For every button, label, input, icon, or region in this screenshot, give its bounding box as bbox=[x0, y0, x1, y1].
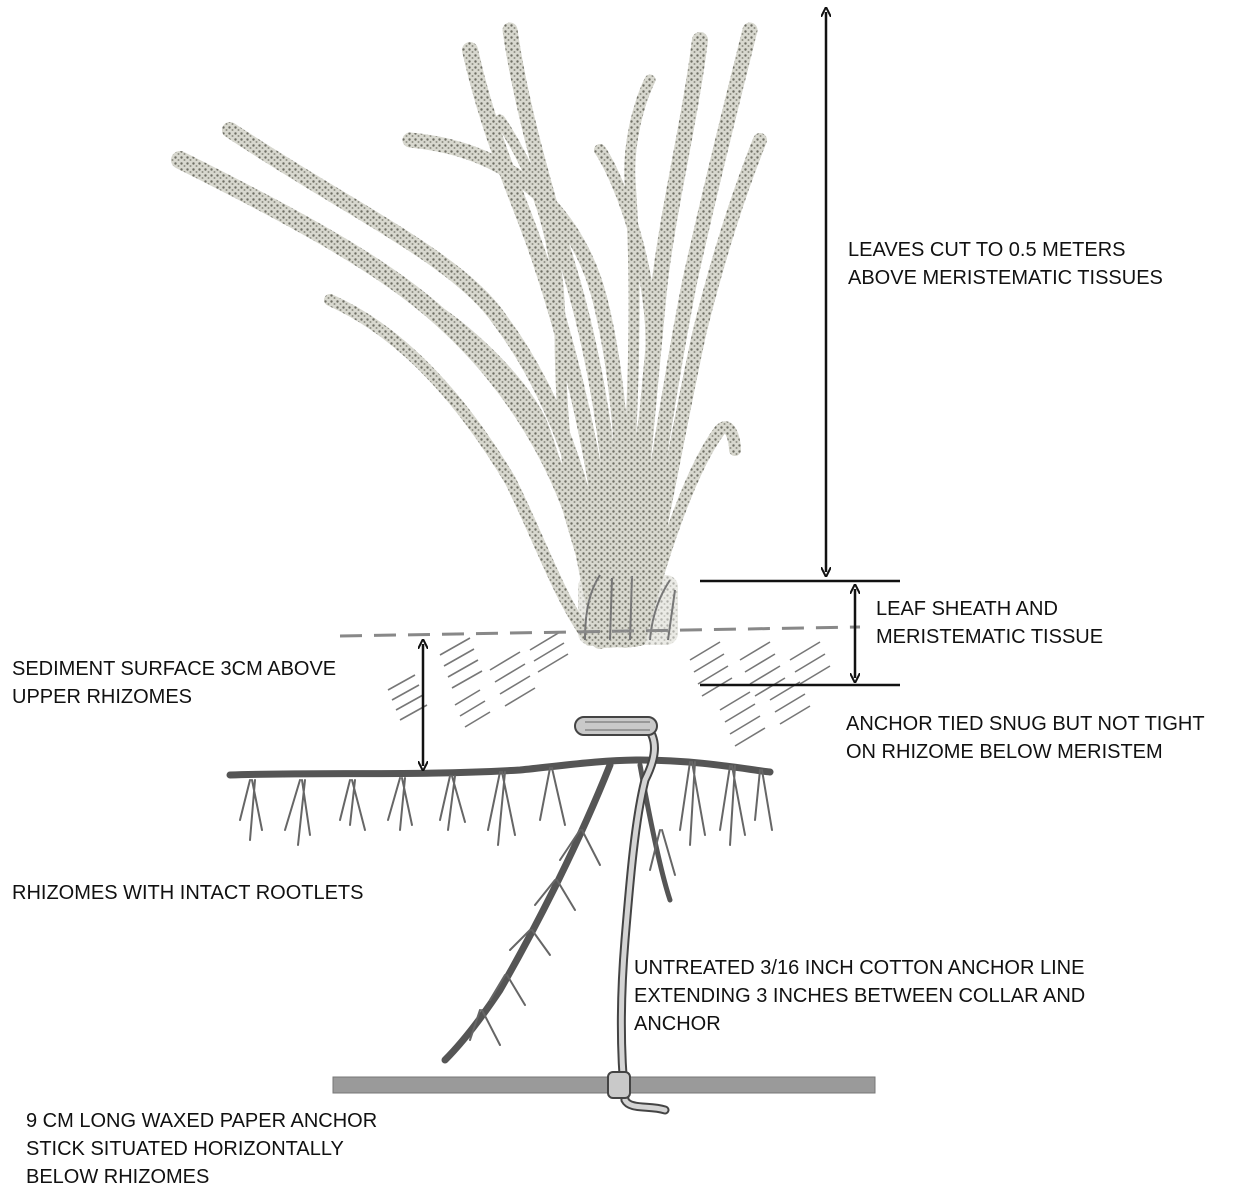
leaves-cut-label-line-2: ABOVE MERISTEMATIC TISSUES bbox=[848, 264, 1163, 292]
seagrass-leaves bbox=[180, 30, 760, 640]
sediment-surface-label-line-2: UPPER RHIZOMES bbox=[12, 683, 336, 711]
sediment-surface-label: SEDIMENT SURFACE 3CM ABOVE UPPER RHIZOME… bbox=[12, 655, 336, 711]
anchor-stick-label-line-1: 9 CM LONG WAXED PAPER ANCHOR bbox=[26, 1107, 377, 1135]
anchor-tied-label-line-1: ANCHOR TIED SNUG BUT NOT TIGHT bbox=[846, 710, 1205, 738]
leaf-sheath-label-line-1: LEAF SHEATH AND bbox=[876, 595, 1103, 623]
anchor-collar bbox=[575, 717, 657, 735]
anchor-line-label-line-1: UNTREATED 3/16 INCH COTTON ANCHOR LINE bbox=[634, 954, 1085, 982]
leaf-sheath bbox=[578, 575, 678, 645]
anchor-line-label-line-3: ANCHOR bbox=[634, 1010, 1085, 1038]
anchor-knot bbox=[608, 1072, 630, 1098]
sediment-surface-label-line-1: SEDIMENT SURFACE 3CM ABOVE bbox=[12, 655, 336, 683]
leaves-cut-label-line-1: LEAVES CUT TO 0.5 METERS bbox=[848, 236, 1163, 264]
anchor-stick-label-line-2: STICK SITUATED HORIZONTALLY bbox=[26, 1135, 377, 1163]
rhizomes-label: RHIZOMES WITH INTACT ROOTLETS bbox=[12, 879, 363, 907]
anchor-stick-label: 9 CM LONG WAXED PAPER ANCHOR STICK SITUA… bbox=[26, 1107, 377, 1191]
anchor-line bbox=[621, 725, 665, 1110]
anchor-line-label-line-2: EXTENDING 3 INCHES BETWEEN COLLAR AND bbox=[634, 982, 1085, 1010]
leaves-cut-label: LEAVES CUT TO 0.5 METERS ABOVE MERISTEMA… bbox=[848, 236, 1163, 292]
anchor-stick bbox=[333, 1077, 875, 1093]
anchor-tied-label: ANCHOR TIED SNUG BUT NOT TIGHT ON RHIZOM… bbox=[846, 710, 1205, 766]
anchor-tied-label-line-2: ON RHIZOME BELOW MERISTEM bbox=[846, 738, 1205, 766]
leaf-sheath-label-line-2: MERISTEMATIC TISSUE bbox=[876, 623, 1103, 651]
anchor-line-label: UNTREATED 3/16 INCH COTTON ANCHOR LINE E… bbox=[634, 954, 1085, 1038]
rhizomes-label-line-1: RHIZOMES WITH INTACT ROOTLETS bbox=[12, 879, 363, 907]
leaf-sheath-label: LEAF SHEATH AND MERISTEMATIC TISSUE bbox=[876, 595, 1103, 651]
